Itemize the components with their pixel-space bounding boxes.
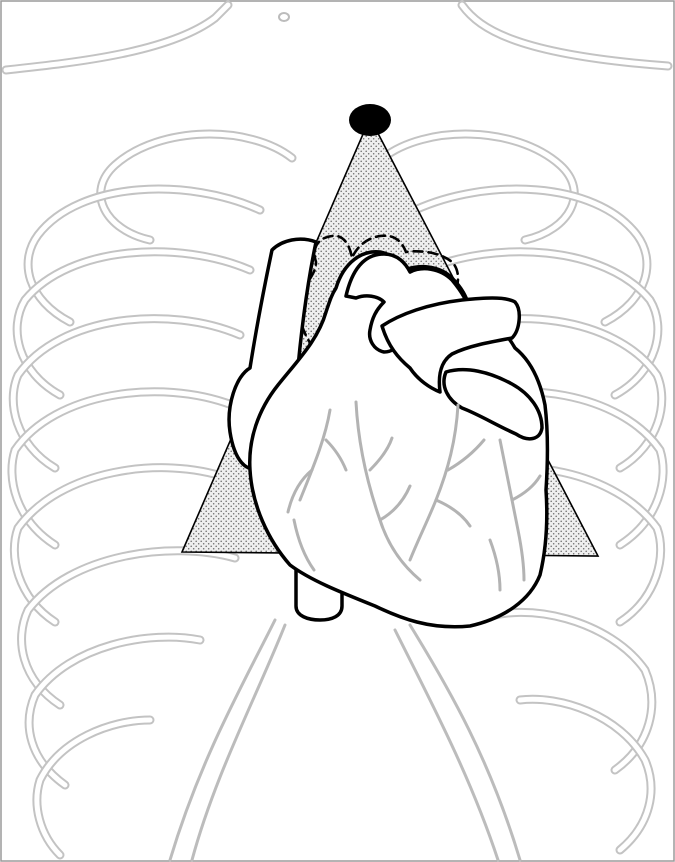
- ultrasound-probe: [349, 104, 391, 136]
